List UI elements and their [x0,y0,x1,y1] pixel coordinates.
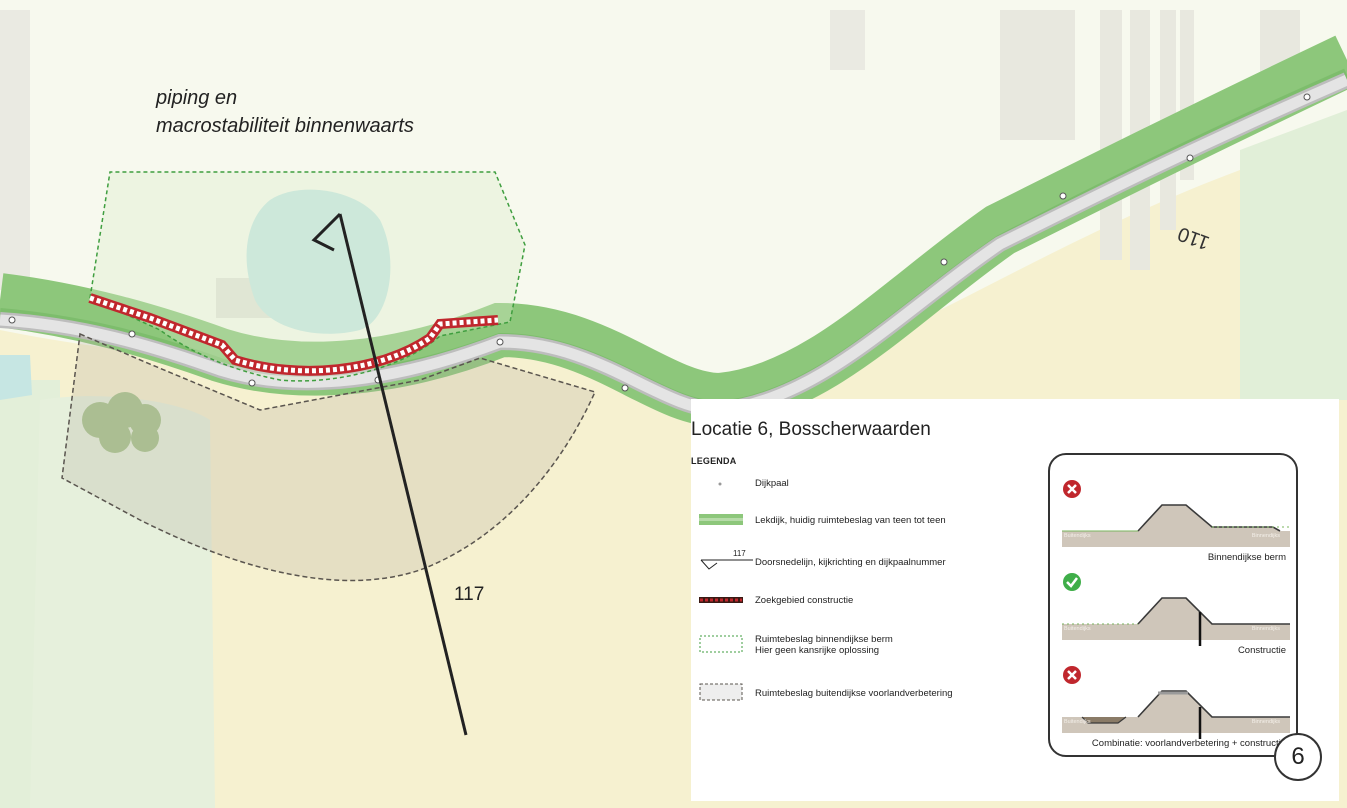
dike-road [0,74,1347,416]
area-note: piping en macrostabiliteit binnenwaarts [156,84,414,140]
inner-berm-area-icon [699,635,743,653]
legend-label: Ruimtebeslag buitendijkse voorlandverbet… [755,688,953,699]
legend-label: Ruimtebeslag binnendijkse berm Hier geen… [755,634,893,656]
section-number-label: 117 [454,584,485,605]
legend-label: Doorsnedelijn, kijkrichting en dijkpaaln… [755,557,946,568]
building-block [1100,10,1122,260]
dike-posts [8,93,1311,392]
foreland-improvement [1081,716,1127,724]
dike-profile-outline [1137,504,1281,532]
profile-diagram [1062,573,1290,646]
search-area-construction [89,295,499,374]
area-note-line: piping en [156,87,238,109]
profile-caption: Constructie [1237,645,1286,656]
profile-diagram [1062,480,1290,547]
side-label-inside: Binnendijks [1251,719,1280,725]
side-label-inside: Binnendijks [1251,533,1280,539]
check-mark [1066,577,1078,588]
side-label-outside: Buitendijks [1064,626,1091,632]
legend-heading: LEGENDA [691,456,737,466]
meadow-east [1240,110,1347,400]
legend-item-dike-footprint: Lekdijk, huidig ruimtebeslag van teen to… [691,511,1021,545]
legend-label: Dijkpaal [755,478,789,489]
side-label-outside: Buitendijks [1064,719,1091,725]
water-west [0,355,32,400]
location-number-badge: 6 [1274,733,1322,781]
legend-item-section-line: 117 Doorsnedelijn, kijkrichting en dijkp… [691,545,1021,579]
building-block [1000,10,1075,140]
outer-foreland-area-icon [699,683,743,701]
profile-diagram [1062,666,1290,739]
tree-cluster [82,392,161,453]
dike-profile-shape [1062,598,1290,640]
dike-profile-shape [1062,691,1290,733]
section-line-icon-text: 117 [733,549,746,558]
side-label-outside: Buitendijks [1064,533,1091,539]
profile-inner-berm: Buitendijks Binnendijks Binnendijkse ber… [1058,475,1290,565]
building-block [830,10,865,70]
check-circle-icon [1063,573,1081,591]
dike-profile-outline [1137,690,1290,718]
section-line-icon: 117 [700,549,753,570]
side-label-inside: Binnendijks [1251,626,1280,632]
info-panel: Locatie 6, Bosscherwaarden LEGENDA Dijkp… [691,399,1339,801]
search-area-icon [699,597,743,603]
profile-construction: Buitendijks Binnendijks Constructie [1058,568,1290,658]
panel-title: Locatie 6, Bosscherwaarden [691,419,931,440]
legend-item-dike-post: Dijkpaal [691,475,1021,509]
profile-caption: Combinatie: voorlandverbetering + constr… [1091,738,1286,749]
cross-mark [1067,670,1077,680]
legend-label: Lekdijk, huidig ruimtebeslag van teen to… [755,515,946,526]
legend-item-outer-foreland: Ruimtebeslag buitendijkse voorlandverbet… [691,681,1021,715]
solution-profiles: Buitendijks Binnendijks Binnendijkse ber… [1048,453,1298,757]
area-note-line: macrostabiliteit binnenwaarts [156,115,414,137]
inner-berm-area [89,171,526,382]
dike-footprint-icon [699,514,743,525]
dike-post-icon [718,482,722,486]
legend-label: Zoekgebied constructie [755,595,854,606]
profile-caption: Binnendijkse berm [1207,552,1286,563]
cross-mark [1067,484,1077,494]
building-block [0,10,30,290]
dike-profile-outline [1137,597,1290,625]
legend-item-search-area: Zoekgebied constructie [691,591,1021,625]
meadow-southwest [30,396,215,808]
legend-item-inner-berm: Ruimtebeslag binnendijkse berm Hier geen… [691,631,1021,665]
pond [246,189,391,334]
section-line [311,212,468,736]
dike-profile-shape [1062,505,1290,547]
dike-footprint [0,35,1347,428]
outer-foreland-area [61,332,597,582]
profile-combination: Buitendijks Binnendijks Combinatie: voor… [1058,661,1290,751]
